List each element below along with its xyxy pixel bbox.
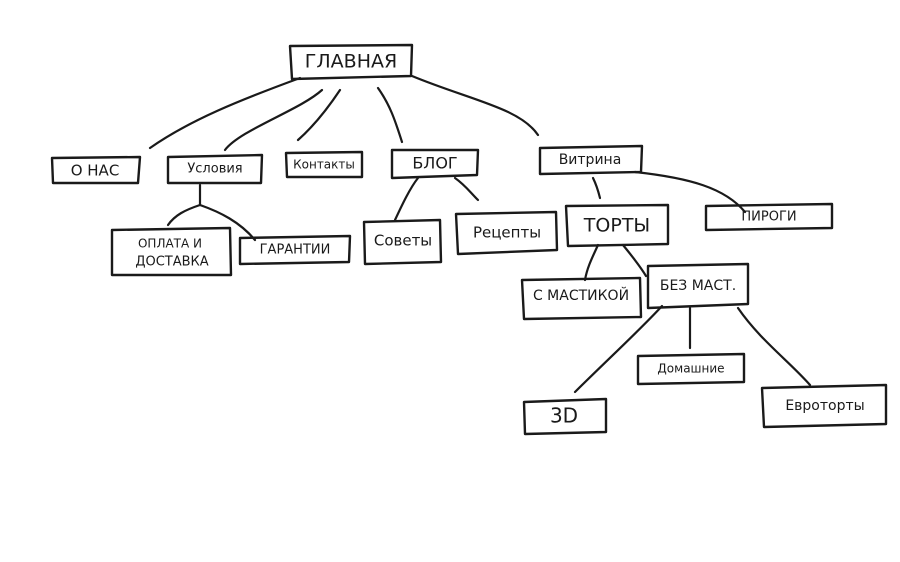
node-uslovia: Условия [166, 153, 264, 185]
edge-root-uslovia [223, 88, 324, 152]
edge-root-o-nas [148, 76, 302, 150]
node-pirogi: ПИРОГИ [704, 202, 834, 232]
node-garantii-label: ГАРАНТИИ [260, 243, 331, 258]
edge-blog-sovety [393, 176, 420, 222]
edge-vitrina-torty [591, 176, 602, 200]
edge-uslovia-garantii [198, 203, 257, 242]
edge-torty-bez-mast [621, 243, 648, 278]
node-domashnie: Домашние [636, 352, 746, 386]
node-oplata-line2: ДОСТАВКА [135, 255, 208, 270]
node-vitrina-label: Витрина [559, 152, 622, 168]
node-garantii: ГАРАНТИИ [238, 234, 352, 266]
node-3d: 3D [522, 397, 608, 436]
node-blog-label: БЛОГ [412, 154, 457, 173]
edge-bez-mast-evrotorty [736, 306, 812, 387]
node-o-nas-label: О НАС [71, 162, 120, 180]
node-oplata-dostavka: ОПЛАТА И ДОСТАВКА [110, 226, 233, 277]
node-uslovia-label: Условия [187, 162, 242, 177]
node-evrotorty-label: Евроторты [785, 398, 864, 414]
node-blog: БЛОГ [390, 148, 480, 180]
node-evrotorty: Евроторты [760, 383, 888, 429]
node-recepty: Рецепты [454, 210, 559, 256]
node-bez-mast: БЕЗ МАСТ. [646, 262, 750, 310]
node-s-mastikoy-label: С МАСТИКОЙ [533, 286, 629, 304]
node-kontakty: Контакты [284, 150, 364, 179]
node-sovety: Советы [362, 218, 443, 266]
node-3d-label: 3D [550, 404, 578, 428]
edge-torty-s-mastikoy [583, 243, 600, 282]
node-s-mastikoy: С МАСТИКОЙ [520, 276, 643, 321]
node-domashnie-label: Домашние [657, 362, 724, 376]
node-torty: ТОРТЫ [564, 203, 670, 248]
node-recepty-label: Рецепты [473, 224, 541, 242]
node-pirogi-label: ПИРОГИ [741, 210, 796, 225]
edge-blog-recepty [453, 176, 480, 202]
node-root-label: ГЛАВНАЯ [305, 51, 397, 73]
edge-root-blog [376, 86, 404, 144]
edge-uslovia-oplata [166, 203, 202, 227]
node-o-nas: О НАС [50, 155, 142, 185]
node-torty-label: ТОРТЫ [583, 215, 650, 237]
connectors [148, 74, 812, 394]
node-kontakty-label: Контакты [293, 158, 355, 172]
node-bez-mast-label: БЕЗ МАСТ. [660, 278, 736, 294]
node-sovety-label: Советы [374, 232, 432, 250]
node-vitrina: Витрина [538, 144, 644, 176]
edge-bez-mast-3d [573, 304, 664, 394]
node-root: ГЛАВНАЯ [288, 43, 414, 81]
edge-root-vitrina [410, 74, 540, 137]
node-oplata-line1: ОПЛАТА И [138, 237, 202, 251]
edge-root-kontakty [296, 88, 342, 142]
